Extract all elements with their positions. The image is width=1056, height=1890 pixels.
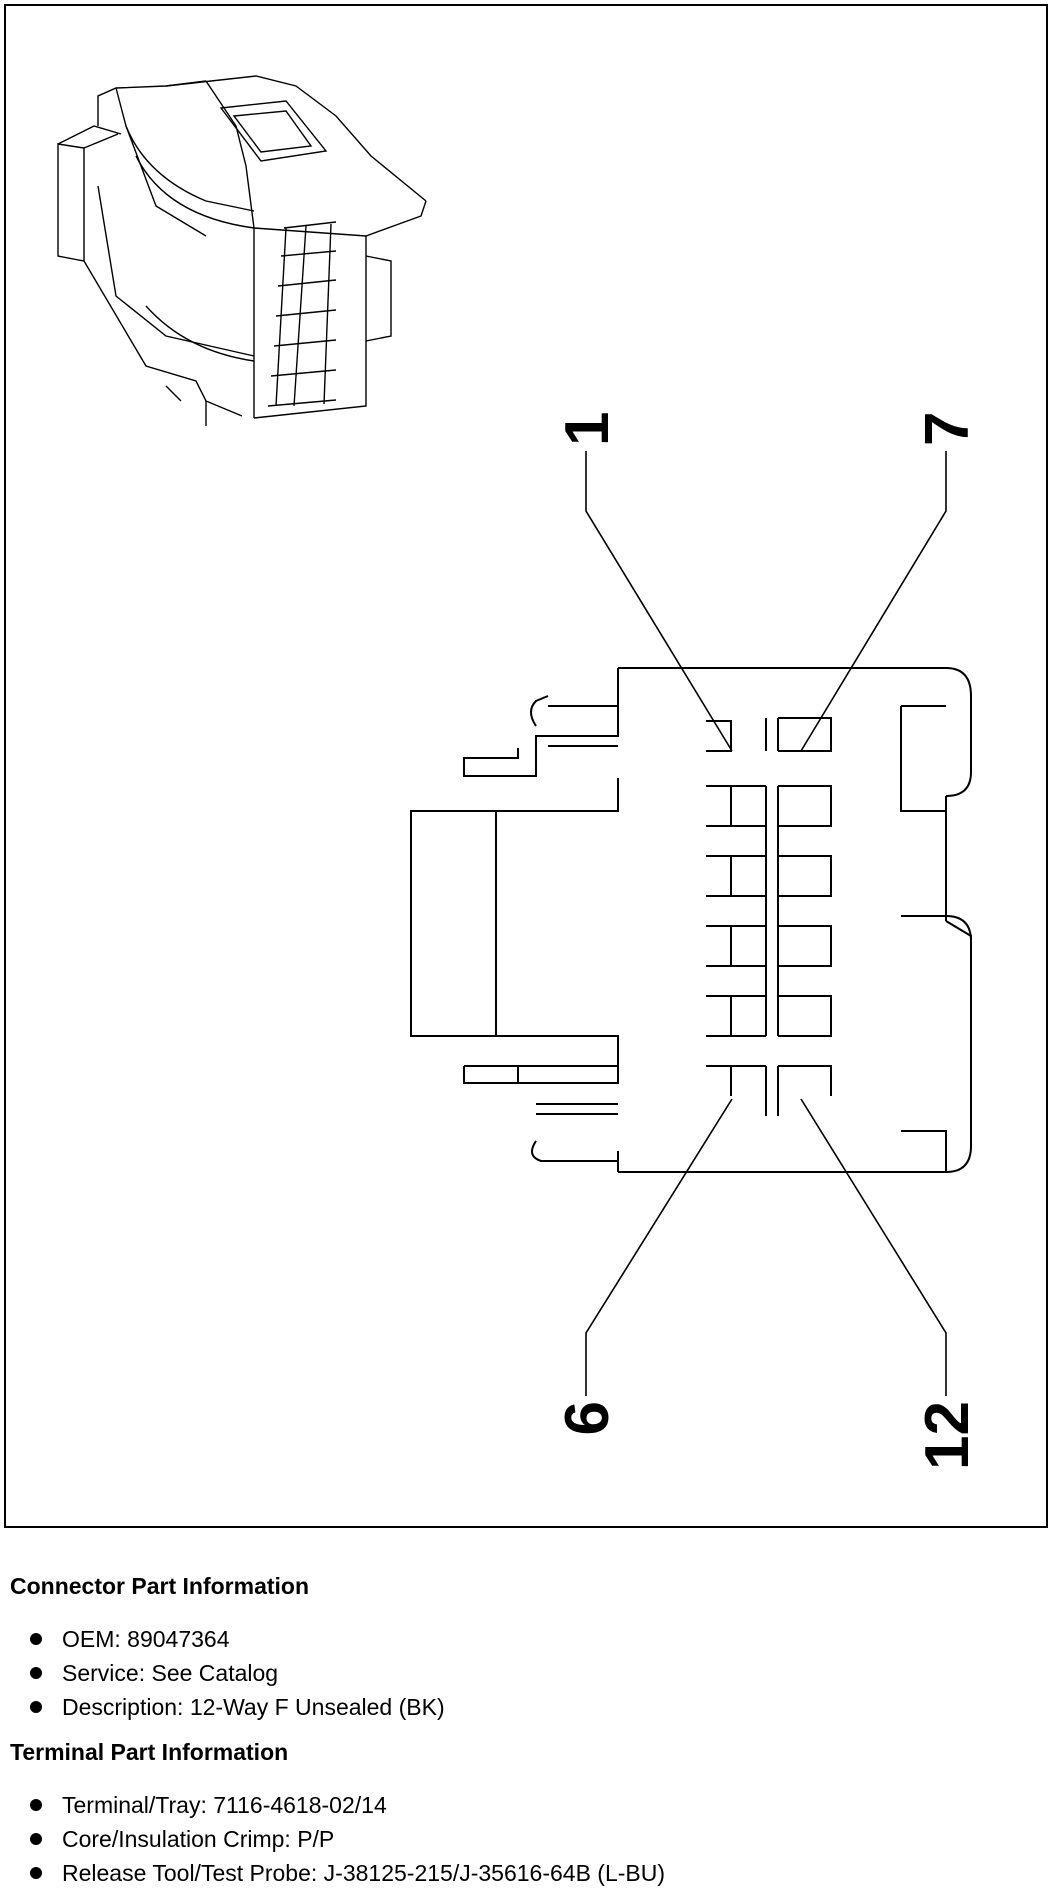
pin-leader-lines — [585, 451, 947, 1396]
list-item: Terminal/Tray: 7116-4618-02/14 — [10, 1788, 1040, 1822]
list-item: Service: See Catalog — [10, 1656, 1040, 1690]
connector-front-view — [410, 667, 972, 1173]
connector-diagram: 1 7 6 12 — [4, 4, 1048, 1528]
pin-label-12: 12 — [913, 1401, 982, 1470]
list-item: OEM: 89047364 — [10, 1622, 1040, 1656]
connector-info-heading: Connector Part Information — [10, 1573, 310, 1599]
terminal-part-info: Terminal Part Information Terminal/Tray:… — [10, 1738, 1040, 1890]
pin-label-7: 7 — [913, 412, 982, 446]
pin-label-6: 6 — [553, 1401, 622, 1435]
connector-isometric-view — [57, 75, 427, 426]
list-item: Core/Insulation Crimp: P/P — [10, 1822, 1040, 1856]
list-item: Description: 12-Way F Unsealed (BK) — [10, 1690, 1040, 1724]
list-item: Release Tool/Test Probe: J-38125-215/J-3… — [10, 1856, 1040, 1890]
connector-info-list: OEM: 89047364 Service: See Catalog Descr… — [10, 1622, 1040, 1724]
terminal-info-heading: Terminal Part Information — [10, 1739, 289, 1765]
pin-label-1: 1 — [553, 412, 622, 446]
terminal-info-list: Terminal/Tray: 7116-4618-02/14 Core/Insu… — [10, 1788, 1040, 1890]
connector-part-info: Connector Part Information OEM: 89047364… — [10, 1572, 1040, 1724]
pin-labels: 1 7 6 12 — [553, 412, 982, 1470]
